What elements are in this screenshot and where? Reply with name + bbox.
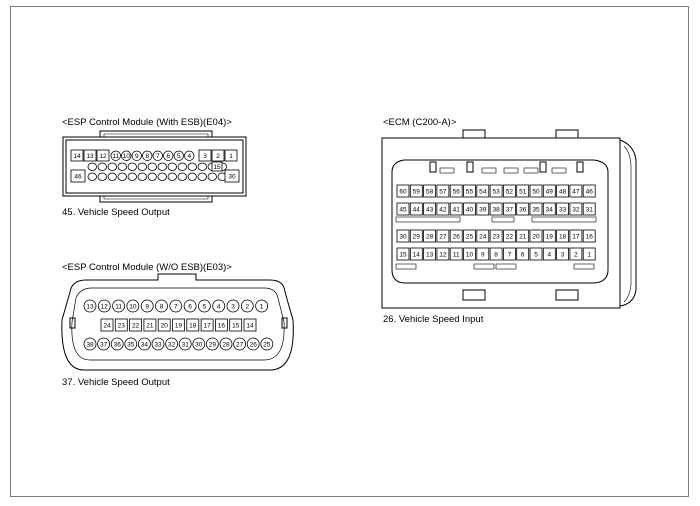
e04-title: <ESP Control Module (With ESB)(E04)> xyxy=(62,117,232,128)
c200a-title: <ECM (C200-A)> xyxy=(383,117,457,128)
c200a-caption: 26. Vehicle Speed Input xyxy=(383,314,484,325)
diagram-frame xyxy=(10,6,689,497)
e03-title: <ESP Control Module (W/O ESB)(E03)> xyxy=(62,262,232,273)
e04-caption: 45. Vehicle Speed Output xyxy=(62,207,170,218)
e03-caption: 37. Vehicle Speed Output xyxy=(62,377,170,388)
